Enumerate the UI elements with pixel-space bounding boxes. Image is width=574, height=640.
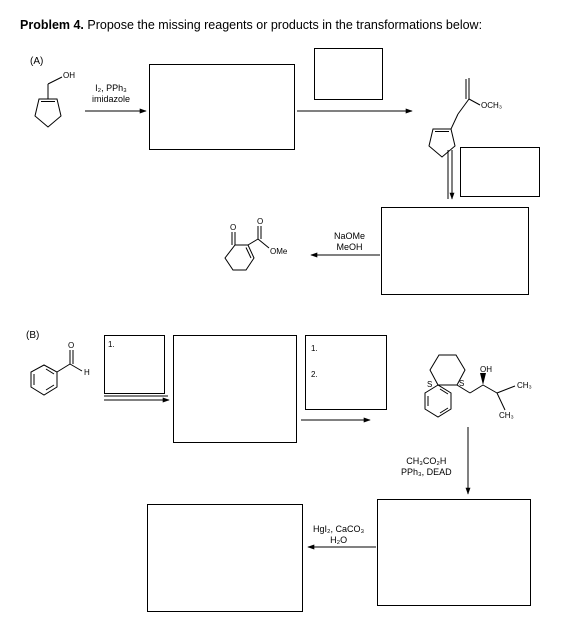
answer-box-b4[interactable] (377, 499, 531, 606)
reagent-a4-line1: NaOMe (334, 231, 366, 241)
wedge-bond-oh (480, 373, 486, 385)
atom-a-final-ome: OMe (270, 247, 288, 256)
box-b1-step-label: 1. (108, 340, 115, 349)
atom-b-oh: OH (480, 365, 492, 374)
answer-box-a4[interactable] (381, 207, 529, 295)
reagent-a1: I₂, PPh₃ imidazole (92, 83, 130, 105)
answer-box-a3-reagent[interactable] (460, 147, 540, 197)
atom-a-start-oh: OH (63, 71, 75, 80)
reagent-b-mitsunobu-line1: CH₃CO₂H (406, 456, 447, 466)
structure-b-start (30, 350, 83, 396)
atom-b-dithiane-s1: S (427, 380, 433, 389)
answer-box-b5[interactable] (147, 504, 303, 612)
reagent-a4-line2: MeOH (336, 242, 363, 252)
reagent-a4: NaOMe MeOH (334, 231, 365, 253)
reagent-b-hydrolysis: HgI₂, CaCO₃ H₂O (313, 524, 364, 546)
structure-a-start (34, 76, 63, 128)
part-a-label: (A) (30, 56, 44, 67)
atom-a-final-ketone-o: O (230, 223, 237, 232)
atom-a-final-ester-o: O (257, 217, 264, 226)
answer-box-b2[interactable] (173, 335, 297, 443)
box-b3-step2-label: 2. (311, 370, 318, 379)
atom-a-product-och3: OCH₃ (481, 101, 503, 110)
box-b3-step1-label: 1. (311, 344, 318, 353)
answer-box-a1[interactable] (149, 64, 295, 150)
atom-b-ch3-top: CH₃ (517, 381, 532, 390)
atom-b-ch3-bottom: CH₃ (499, 411, 514, 420)
reagent-b-hydrolysis-line2: H₂O (330, 535, 348, 545)
problem-instruction: Propose the missing reagents or products… (87, 18, 483, 32)
reagent-b-mitsunobu: CH₃CO₂H PPh₃, DEAD (401, 456, 452, 478)
reagent-b-mitsunobu-line2: PPh₃, DEAD (401, 467, 452, 477)
structure-b-dithiane (424, 354, 516, 418)
atom-b-dithiane-s2: S (459, 379, 465, 388)
reagent-b-hydrolysis-line1: HgI₂, CaCO₃ (313, 524, 365, 534)
answer-box-a2-reagent[interactable] (314, 48, 383, 100)
atom-b-aldehyde-o: O (68, 341, 75, 350)
atom-b-aldehyde-h: H (84, 368, 90, 377)
reagent-a1-line1: I₂, PPh₃ (95, 83, 127, 93)
structure-a-final (224, 226, 270, 271)
answer-box-b3-reagent[interactable] (305, 335, 387, 410)
problem-number: Problem 4. (20, 18, 84, 32)
reagent-a1-line2: imidazole (92, 94, 131, 104)
part-b-label: (B) (26, 330, 40, 341)
problem-title: Problem 4. Propose the missing reagents … (20, 18, 482, 32)
structure-a-product (428, 78, 481, 158)
answer-box-b1-reagent[interactable] (104, 335, 165, 394)
